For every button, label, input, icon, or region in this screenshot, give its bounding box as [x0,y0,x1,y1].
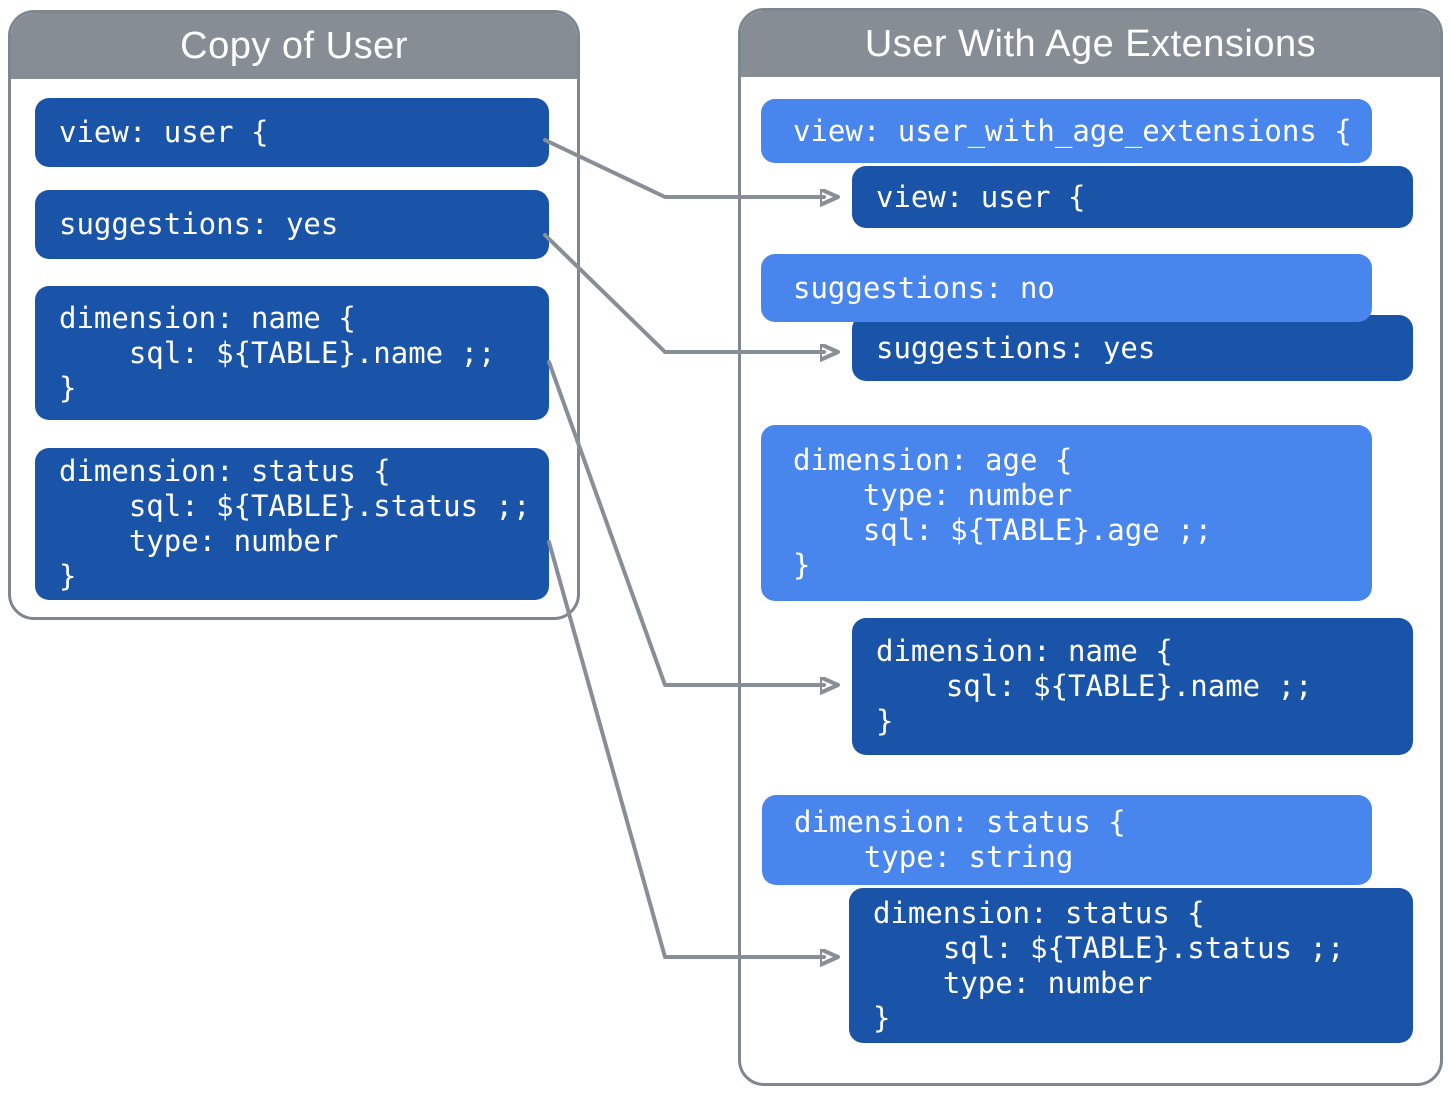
code-box-left-view-user: view: user { [35,98,549,167]
code-line: view: user { [59,115,269,149]
code-line: dimension: status { [794,805,1126,839]
code-line: } [793,548,811,582]
code-line: view: user_with_age_extensions { [793,113,1352,148]
code-line: view: user { [876,179,1086,214]
code-box-right-suggestions-yes: suggestions: yes [852,315,1413,381]
code-line: } [873,1000,891,1035]
panel-user-with-age-extensions-title: User With Age Extensions [864,23,1317,65]
code-box-right-view-user-with-age-extensions: view: user_with_age_extensions { [761,99,1372,163]
code-box-right-view-user: view: user { [852,166,1413,228]
code-line: } [59,559,77,593]
code-line: } [876,704,894,738]
code-line: sql: ${TABLE}.name ;; [876,669,1313,703]
code-line: } [59,370,77,405]
code-box-left-dimension-status: dimension: status { sql: ${TABLE}.status… [35,448,549,600]
code-box-right-suggestions-no: suggestions: no [761,254,1372,322]
code-line: type: number [793,478,1073,512]
code-box-right-dimension-status-refined: dimension: status { sql: ${TABLE}.status… [849,888,1413,1043]
code-line: sql: ${TABLE}.status ;; [873,930,1345,965]
code-line: suggestions: no [793,270,1055,305]
code-line: sql: ${TABLE}.status ;; [59,489,531,523]
code-line: suggestions: yes [59,207,339,241]
code-line: suggestions: yes [876,330,1156,365]
code-line: dimension: status { [873,895,1205,930]
code-line: type: number [59,524,339,558]
code-line: type: string [794,840,1074,874]
panel-user-with-age-extensions-header: User With Age Extensions [741,11,1440,77]
code-line: type: number [873,965,1153,1000]
code-box-left-suggestions-yes: suggestions: yes [35,190,549,259]
code-line: dimension: name { [876,634,1173,668]
panel-copy-of-user-title: Copy of User [180,25,408,67]
code-line: dimension: name { [59,300,356,335]
code-line: dimension: status { [59,454,391,488]
code-box-left-dimension-name: dimension: name { sql: ${TABLE}.name ;; … [35,286,549,420]
code-box-right-dimension-name: dimension: name { sql: ${TABLE}.name ;; … [852,618,1413,755]
code-line: sql: ${TABLE}.age ;; [793,513,1213,547]
panel-copy-of-user-header: Copy of User [11,13,577,79]
code-line: dimension: age { [793,443,1073,477]
code-box-right-dimension-age: dimension: age { type: number sql: ${TAB… [761,425,1372,601]
code-line: sql: ${TABLE}.name ;; [59,335,496,370]
code-box-right-dimension-status-override: dimension: status { type: string [762,795,1372,885]
